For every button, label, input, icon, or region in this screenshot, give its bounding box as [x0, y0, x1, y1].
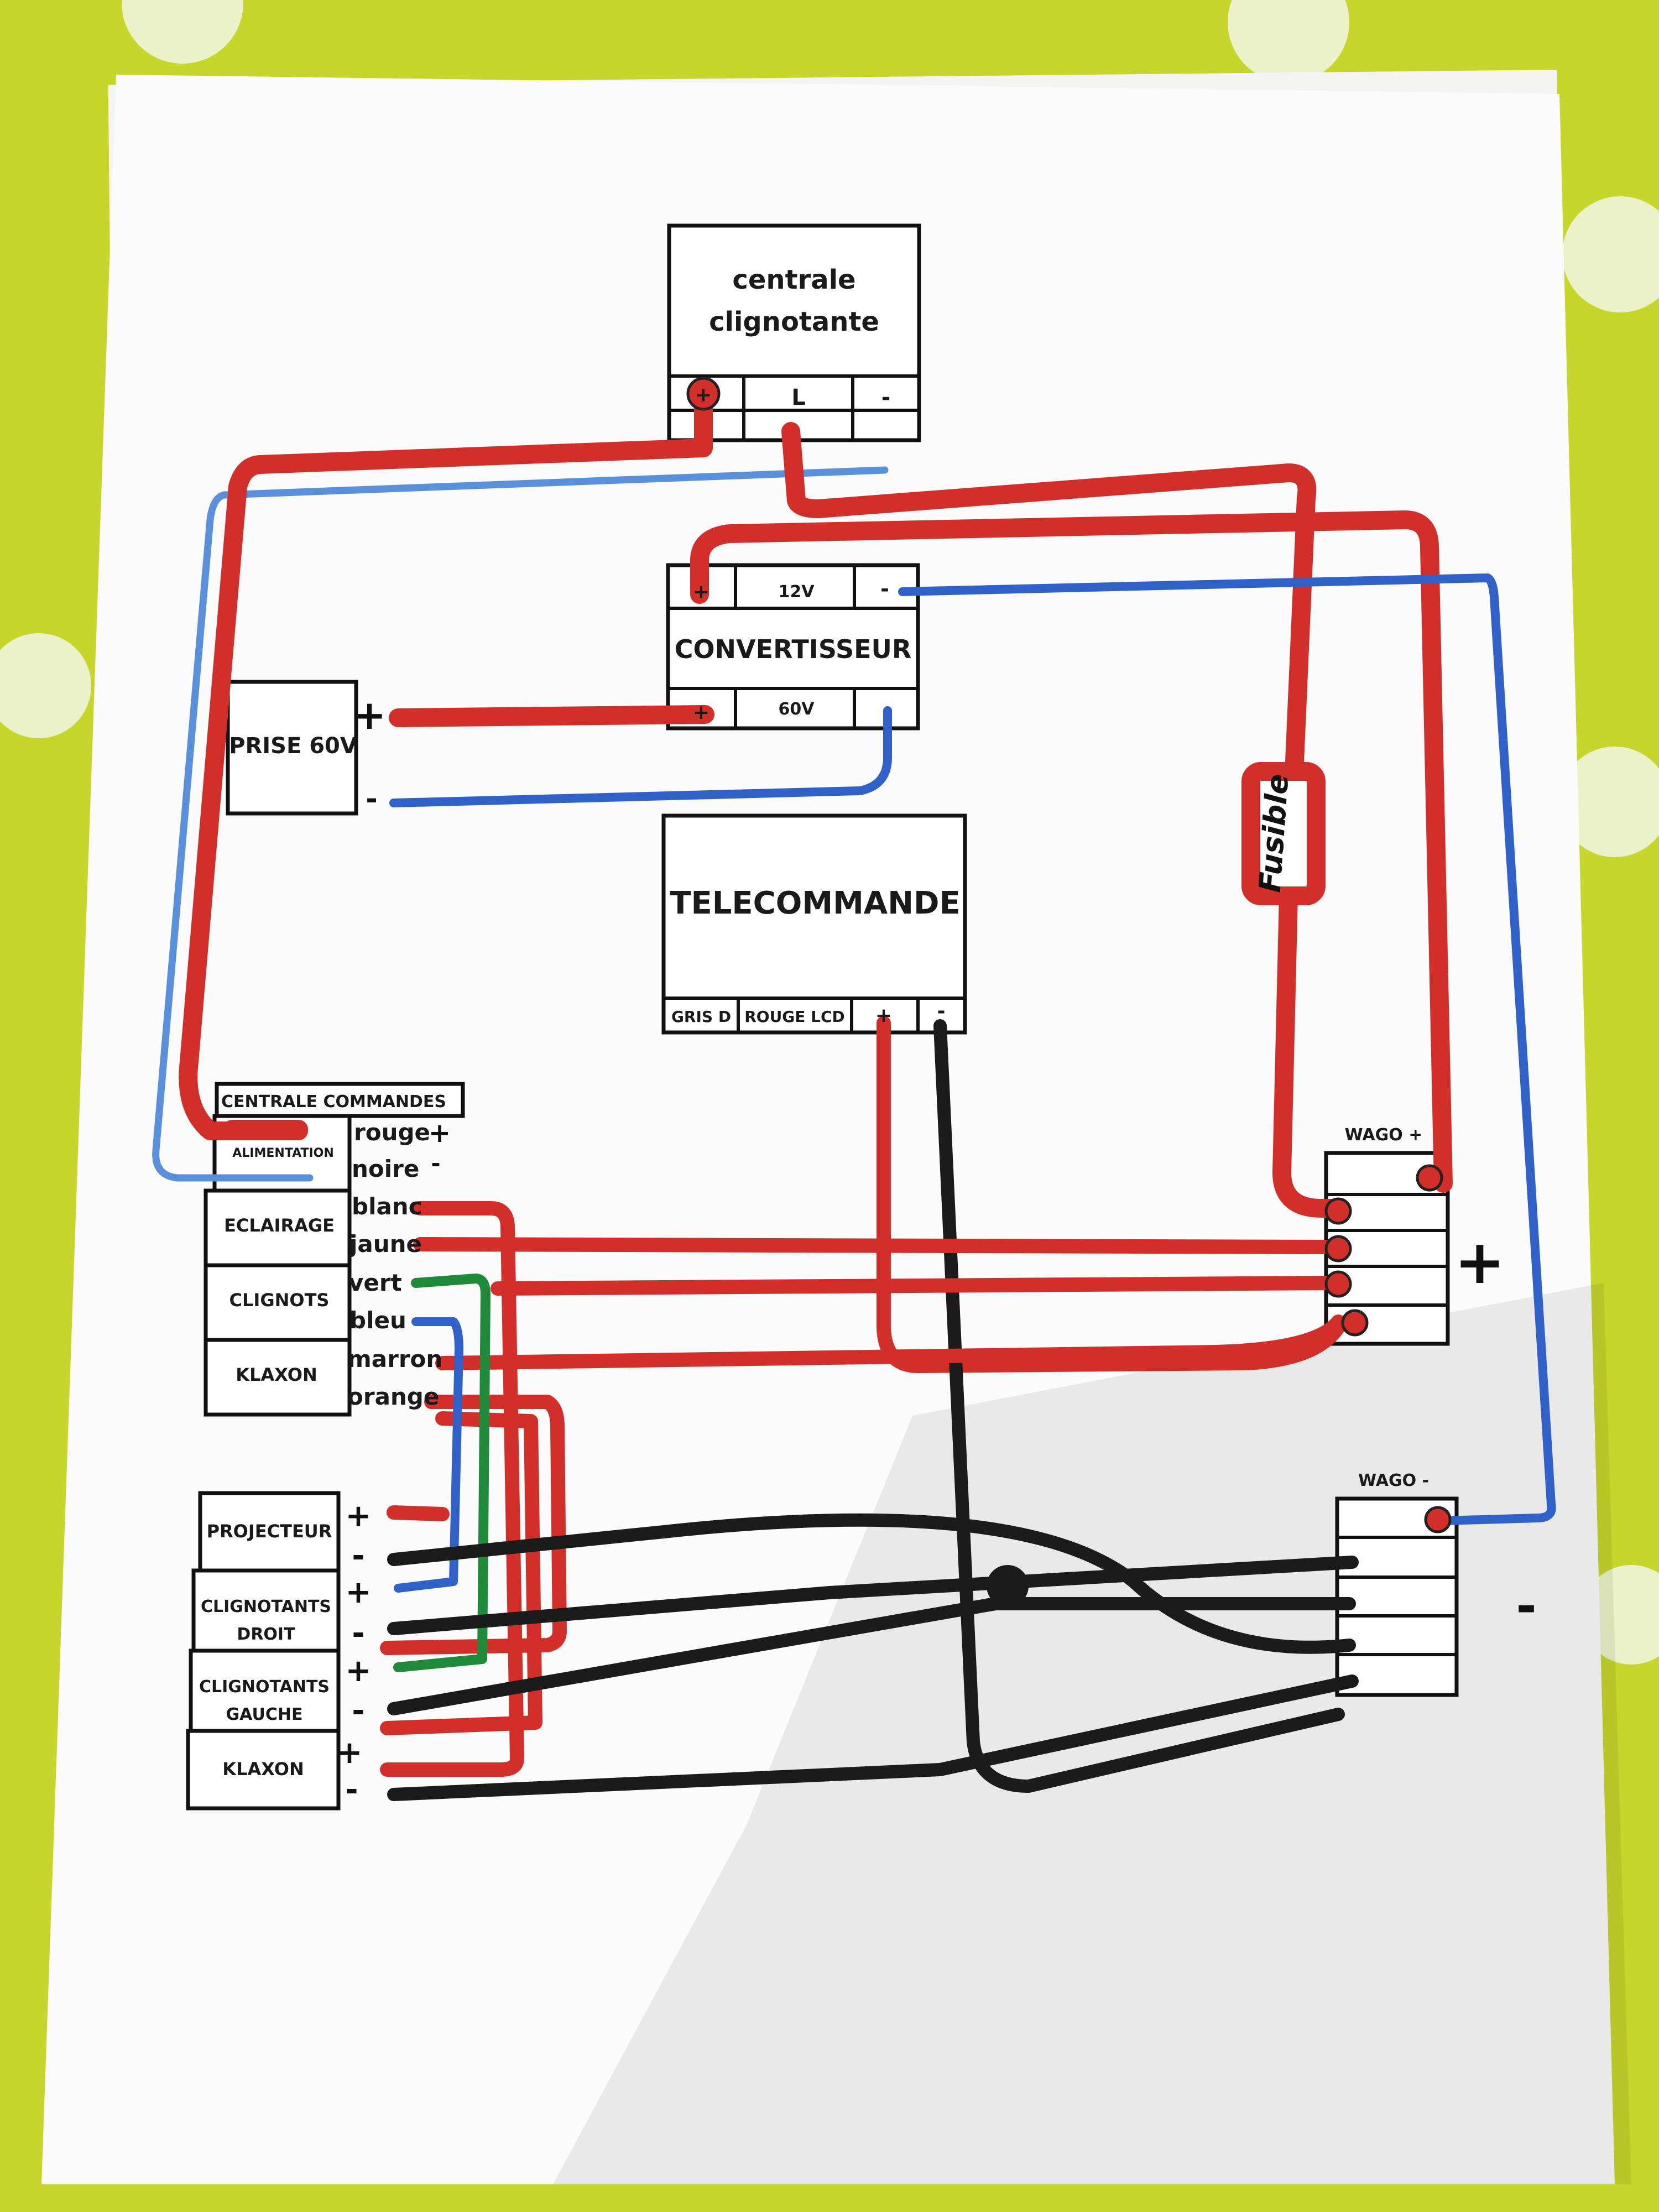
wire-label-marron: marron [347, 1345, 442, 1373]
convertisseur-box: 12V - CONVERTISSEUR 60V [666, 563, 920, 731]
red-wire-blanc-down [380, 1201, 524, 1777]
blue-wire-bleu [394, 1317, 463, 1593]
output-sign-4: - [352, 1615, 364, 1651]
wire-label-jaune: jaune [348, 1230, 422, 1258]
terminal-markers [686, 377, 1452, 1533]
wago-minus-terminal-1 [1424, 1506, 1452, 1533]
black-wire-junction [987, 1565, 1029, 1607]
telecommande-gris-d: GRIS D [671, 1008, 731, 1026]
telecommande-box: TELECOMMANDE GRIS D ROUGE LCD [661, 813, 967, 1035]
wire-color-labels: rouge + noire - blanc jaune vert bleu ma… [347, 1118, 451, 1410]
wago-plus-sign: + [1454, 1227, 1505, 1297]
black-wire-telecommande-minus [933, 1019, 1345, 1793]
telecommande-minus-label: - [937, 1000, 946, 1022]
black-wire-klaxon-minus [387, 1674, 1359, 1801]
blue-wire-loop [152, 466, 889, 1182]
telecommande-plus-label: + [875, 1004, 892, 1027]
wire-label-vert: vert [348, 1269, 402, 1296]
wire-label-bleu: bleu [349, 1307, 406, 1334]
black-wire-clignotant-gauche-minus [387, 1597, 1356, 1715]
paper-sheet [41, 75, 1615, 2184]
fusible-label: Fusible [1253, 773, 1296, 893]
red-wire-centrale-plus [179, 389, 713, 1140]
output-sign-2: - [352, 1538, 364, 1574]
module-alimentation: ALIMENTATION [232, 1146, 334, 1160]
output-sign-8: - [345, 1772, 358, 1808]
output-sign-1: + [346, 1498, 372, 1534]
blue-wire-prise-minus [389, 706, 892, 807]
red-wire-jaune [413, 1237, 1334, 1254]
red-wire-prise-plus [389, 705, 714, 727]
module-eclairage: ECLAIRAGE [224, 1215, 335, 1236]
black-wire-clignotant-droit-minus [387, 1556, 1359, 1635]
wago-minus-sign: - [1516, 1577, 1536, 1635]
prise-plus-sign: + [353, 692, 386, 738]
convertisseur-60v-label: 60V [779, 700, 815, 719]
centrale-commandes-box: CENTRALE COMMANDES ECLAIRAGE CLIGNOTS KL… [204, 1082, 465, 1417]
centrale-terminal-plus [686, 377, 721, 411]
convertisseur-minus-label: - [880, 577, 889, 601]
wago-plus-title: WAGO + [1345, 1125, 1423, 1145]
wire-label-rouge: rouge [354, 1119, 430, 1146]
convertisseur-60v-plus-label: + [693, 701, 709, 724]
prise-60v-title: PRISE 60V [229, 733, 357, 759]
output-sign-6: - [352, 1693, 364, 1729]
red-wire-orange-down [380, 1395, 567, 1655]
telecommande-rouge-lcd: ROUGE LCD [744, 1008, 845, 1026]
prise-minus-sign: - [366, 782, 378, 816]
red-wire-vert [491, 1276, 1334, 1296]
centrale-clignotante-terminal-L: L [791, 385, 806, 410]
wire-label-orange: orange [347, 1383, 439, 1410]
output-sign-7: + [337, 1735, 363, 1771]
wago-minus-title: WAGO - [1358, 1471, 1429, 1490]
centrale-clignotante-title-line2: clignotante [709, 306, 879, 337]
centrale-commandes-title: CENTRALE COMMANDES [221, 1092, 446, 1112]
wire-sign-noire: - [431, 1150, 440, 1177]
convertisseur-12v-plus-label: + [693, 581, 709, 603]
red-wire-marron [435, 1314, 1345, 1370]
blue-wire-convertisseur-minus [898, 573, 1556, 1525]
wire-label-blanc: blanc [352, 1193, 422, 1220]
wago-plus-terminal-2 [1324, 1197, 1352, 1225]
module-clignots: CLIGNOTS [229, 1290, 330, 1311]
red-wire-fusible-to-wago [1272, 886, 1350, 1218]
prise-60v-box: PRISE 60V + - [226, 680, 386, 816]
wago-plus-terminal-4 [1324, 1270, 1352, 1298]
centrale-clignotante-terminal-plus: + [695, 384, 712, 406]
centrale-clignotante-title-line1: centrale [732, 264, 855, 295]
tablecloth-dots [0, 0, 1659, 1665]
red-wire-projecteur-plus-short [387, 1505, 450, 1521]
green-wire-vert [393, 1274, 491, 1672]
red-wire-convertisseur-12v-plus [690, 510, 1453, 1193]
output-sign-3: + [346, 1574, 372, 1610]
wire-label-noire: noire [352, 1155, 419, 1182]
red-wire-telecommande-plus [877, 1016, 1345, 1373]
output-sign-5: + [346, 1653, 372, 1689]
wago-plus-terminal-3 [1324, 1235, 1352, 1262]
black-wire-projecteur-minus [387, 1513, 1356, 1654]
centrale-clignotante-terminal-minus: - [881, 385, 891, 410]
convertisseur-title: CONVERTISSEUR [675, 634, 912, 664]
module-klaxon: KLAXON [236, 1364, 317, 1385]
telecommande-title: TELECOMMANDE [670, 885, 961, 921]
wago-plus-terminal-5 [1341, 1309, 1369, 1337]
red-wire-L-to-fusible [781, 422, 1317, 784]
wago-plus-terminal-1 [1416, 1164, 1443, 1192]
convertisseur-12v-label: 12V [779, 582, 815, 602]
wire-sign-rouge: + [429, 1118, 451, 1149]
output-projecteur: PROJECTEUR [207, 1521, 332, 1542]
output-klaxon: KLAXON [222, 1759, 304, 1780]
